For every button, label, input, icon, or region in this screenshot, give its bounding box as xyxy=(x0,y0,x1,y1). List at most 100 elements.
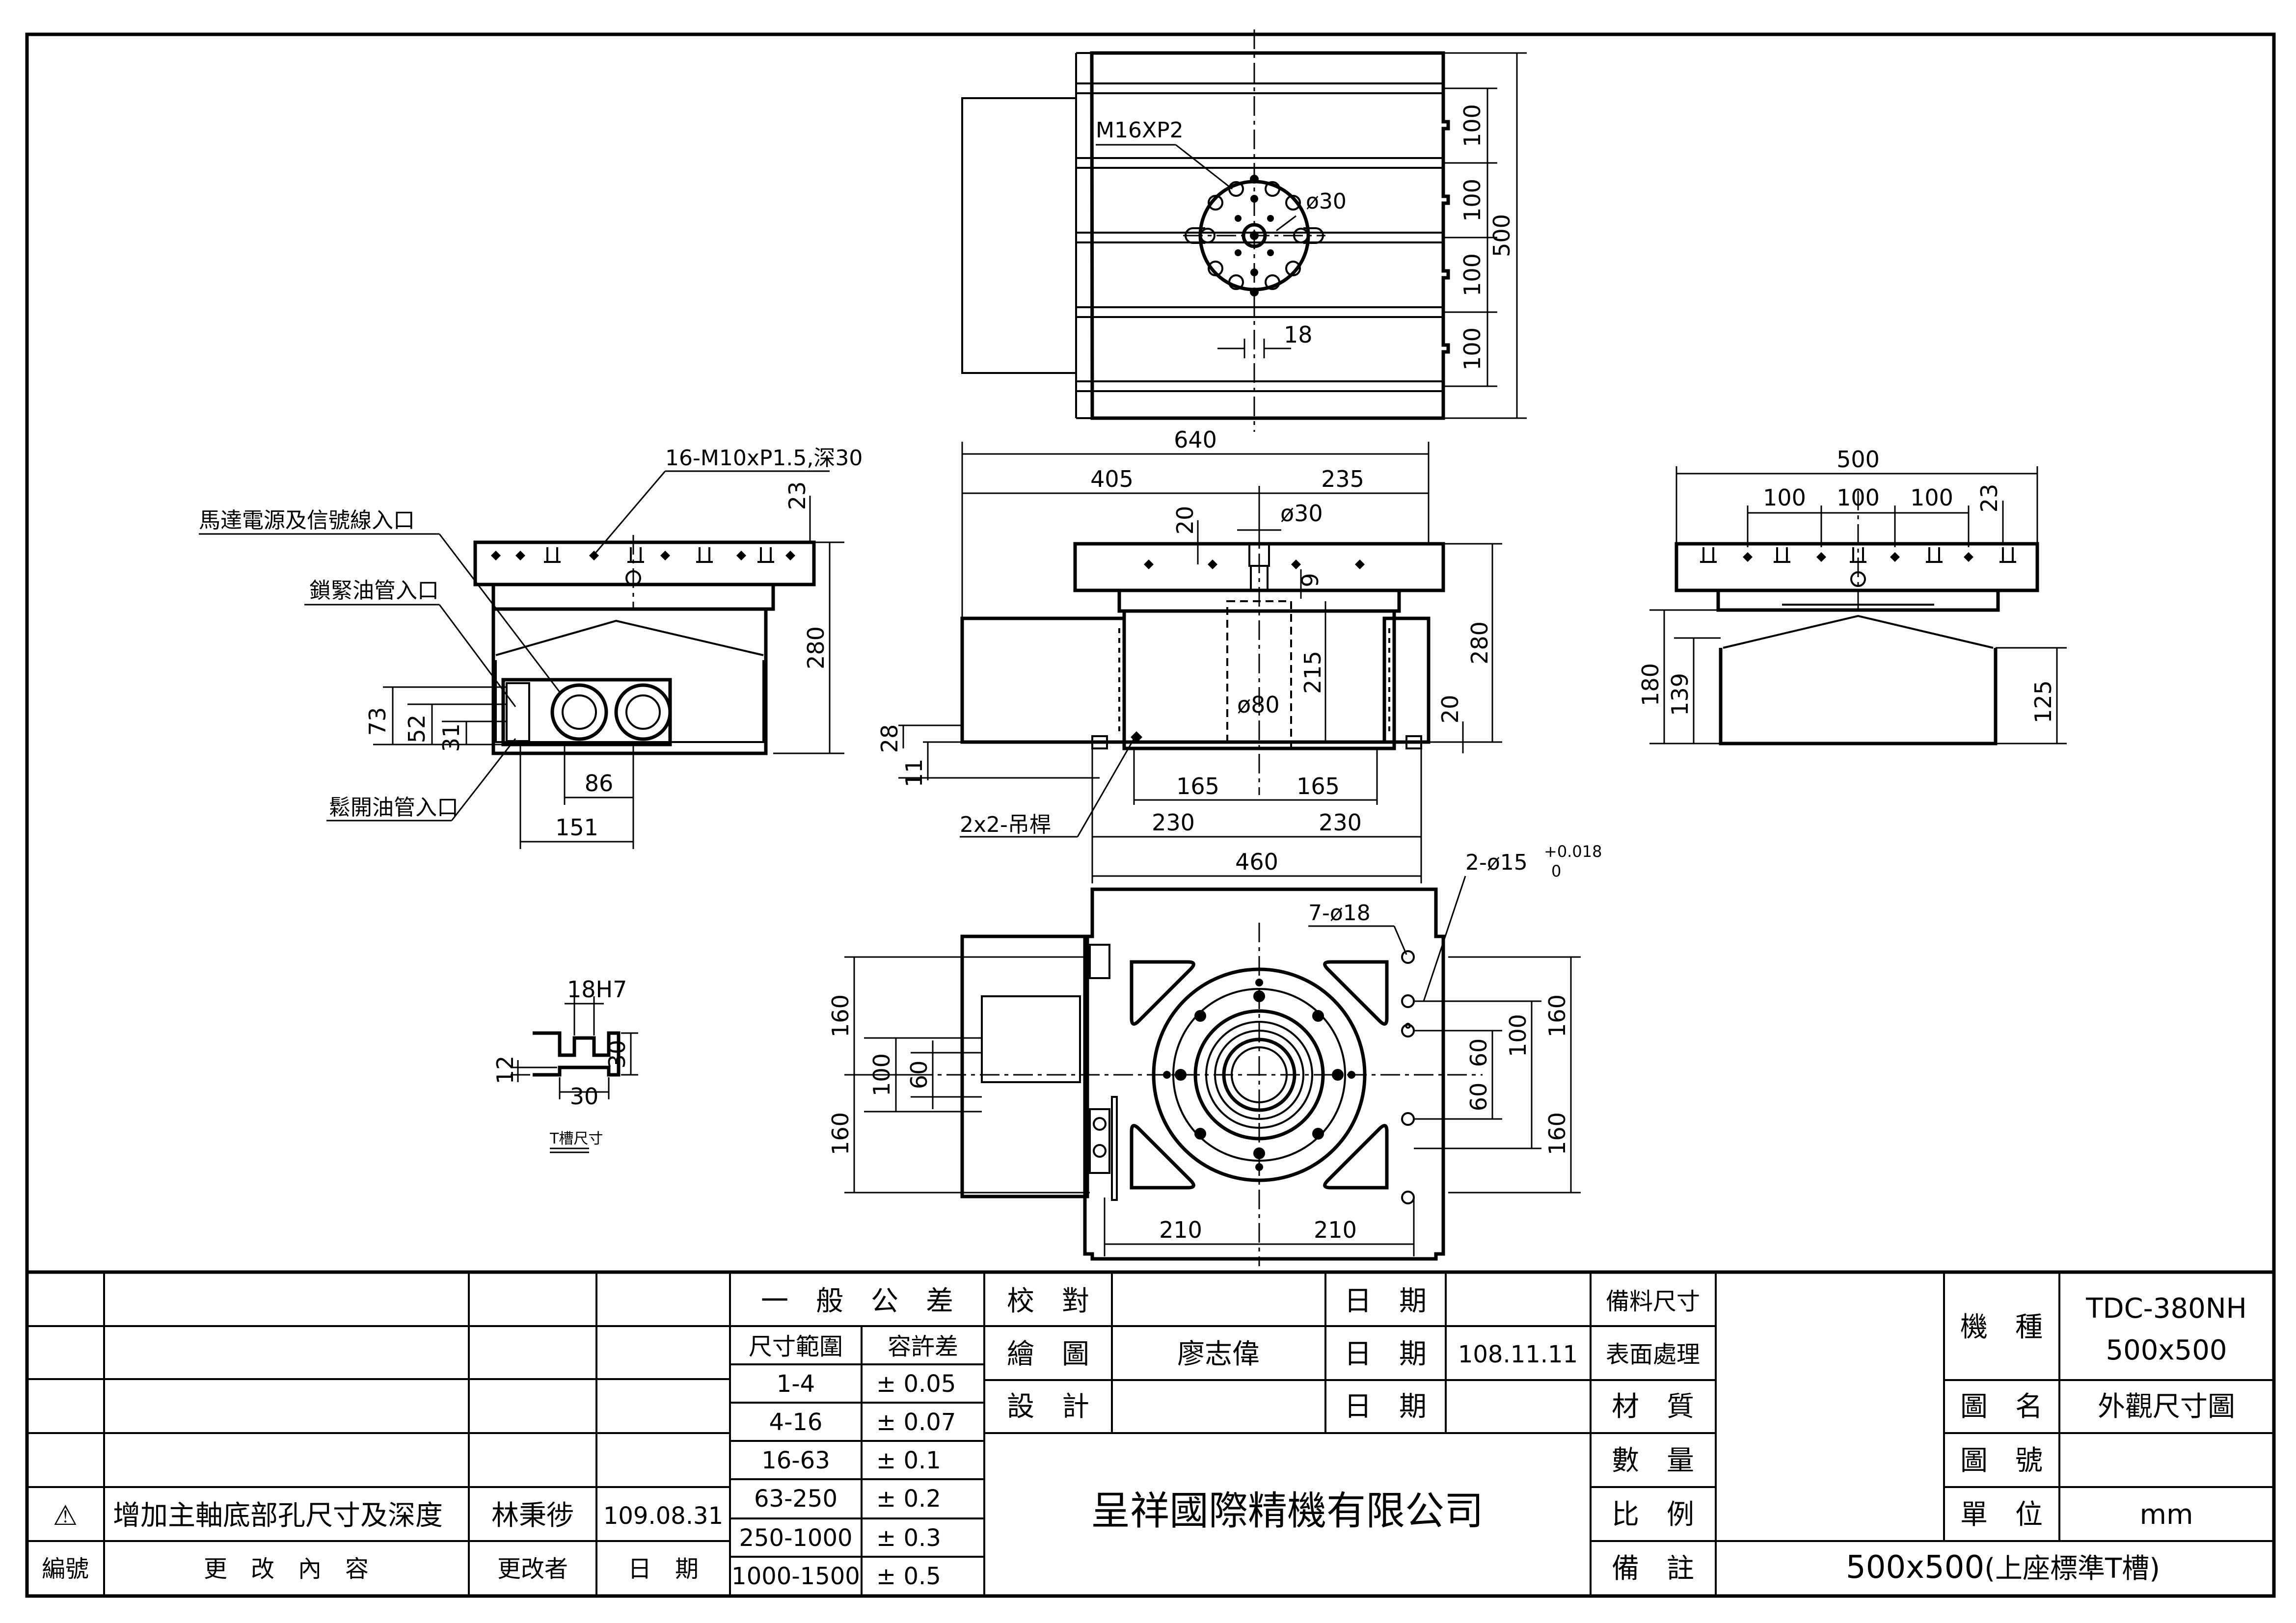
pin-tol-upper: +0.018 xyxy=(1544,842,1602,861)
front-dim-9: 9 xyxy=(1297,573,1324,587)
label-drawing-number: 圖 號 xyxy=(1960,1445,2043,1477)
tolerance-range-3: 16-63 xyxy=(761,1447,830,1474)
tolerance-value-6: ± 0.5 xyxy=(876,1563,941,1590)
front-dim-230-right: 230 xyxy=(1319,809,1362,836)
front-dim-230-left: 230 xyxy=(1152,809,1195,836)
tolerance-range-5: 250-1000 xyxy=(739,1524,852,1552)
front-dim-11: 11 xyxy=(901,759,927,788)
label-draw: 繪 圖 xyxy=(1007,1338,1089,1370)
title-block: ⚠ 增加主軸底部孔尺寸及深度 林秉徏 109.08.31 編號 更 改 內 容 … xyxy=(27,1270,2274,1596)
front-view: 2x2-吊桿 640 405 235 20 xyxy=(876,426,1502,883)
left-side-view: 16-M10xP1.5,深30 馬達電源及信號線入口 鎖緊油管入口 鬆開油管入口… xyxy=(199,446,863,849)
front-dim-405: 405 xyxy=(1090,466,1134,492)
bottom-dim-60-left: 60 xyxy=(906,1061,932,1090)
bottom-dim-160-right-b: 160 xyxy=(1544,1112,1570,1155)
left-dim-31: 31 xyxy=(438,723,464,752)
tslot-detail: 18H7 12 30 30 T槽尺寸 xyxy=(492,976,638,1153)
front-dim-20-top: 20 xyxy=(1172,506,1198,535)
revision-author: 林秉徏 xyxy=(491,1500,574,1532)
drawer-name: 廖志偉 xyxy=(1177,1338,1260,1370)
right-dim-180: 180 xyxy=(1637,663,1664,706)
right-dim-100-b: 100 xyxy=(1837,484,1880,511)
right-dim-23: 23 xyxy=(1976,484,2002,513)
remark-value: 500x500(上座標準T槽) xyxy=(1846,1549,2160,1586)
remark-size: 500x500 xyxy=(1846,1549,1984,1586)
label-date-draw: 日 期 xyxy=(1344,1338,1427,1370)
right-dim-100-a: 100 xyxy=(1763,484,1806,511)
label-release-inlet: 鬆開油管入口 xyxy=(329,795,459,820)
bottom-dim-160-left-a: 160 xyxy=(827,994,854,1038)
front-dim-215: 215 xyxy=(1299,651,1326,694)
bottom-dim-60-right-b: 60 xyxy=(1465,1083,1492,1112)
top-dim-pitch-1: 100 xyxy=(1459,104,1486,147)
label-drawing-name: 圖 名 xyxy=(1960,1391,2043,1423)
revision-content: 增加主軸底部孔尺寸及深度 xyxy=(113,1500,443,1532)
front-dim-165-right: 165 xyxy=(1297,773,1340,799)
front-dim-28: 28 xyxy=(876,724,903,753)
right-side-view: 500 100 100 100 23 180 139 125 xyxy=(1637,446,2067,745)
tslot-dim-30-h: 30 xyxy=(604,1040,630,1069)
tslot-dim-30-w: 30 xyxy=(570,1083,599,1110)
tolerance-value-3: ± 0.1 xyxy=(876,1447,941,1474)
draw-date: 108.11.11 xyxy=(1458,1341,1578,1368)
bottom-dim-160-right-a: 160 xyxy=(1544,994,1570,1038)
label-surface: 表面處理 xyxy=(1606,1341,1700,1368)
bottom-view: 2-ø15 +0.018 0 7-ø18 160 160 100 60 16 xyxy=(827,842,1602,1266)
revision-header-author: 更改者 xyxy=(497,1555,568,1583)
front-dim-235: 235 xyxy=(1321,466,1364,492)
top-dim-pitch-2: 100 xyxy=(1459,179,1486,222)
model-type-line1: TDC-380NH xyxy=(2085,1293,2247,1325)
front-dim-165-left: 165 xyxy=(1176,773,1219,799)
tslot-caption: T槽尺寸 xyxy=(549,1130,603,1147)
left-dim-151: 151 xyxy=(555,814,598,841)
label-scale: 比 例 xyxy=(1612,1499,1694,1531)
left-holes-callout: 16-M10xP1.5,深30 xyxy=(665,446,863,471)
right-dim-125: 125 xyxy=(2030,680,2056,723)
left-dim-280: 280 xyxy=(803,626,829,669)
label-stock-size: 備料尺寸 xyxy=(1606,1288,1700,1315)
bottom-dim-210-right: 210 xyxy=(1314,1217,1357,1243)
tolerance-value-4: ± 0.2 xyxy=(876,1485,941,1513)
tslot-dim-12: 12 xyxy=(492,1056,518,1085)
bottom-dim-60-right-a: 60 xyxy=(1465,1038,1492,1067)
revision-date: 109.08.31 xyxy=(603,1502,723,1530)
tolerance-value-1: ± 0.05 xyxy=(876,1370,956,1398)
bottom-dim-100-right: 100 xyxy=(1505,1014,1531,1057)
lift-callout: 2x2-吊桿 xyxy=(960,812,1051,837)
revision-symbol: ⚠ xyxy=(53,1500,78,1532)
label-model-type: 機 種 xyxy=(1960,1311,2043,1343)
label-check: 校 對 xyxy=(1007,1285,1089,1317)
front-dim-460: 460 xyxy=(1235,849,1278,875)
tolerance-range-4: 63-250 xyxy=(754,1485,837,1513)
tolerance-value-5: ± 0.3 xyxy=(876,1524,941,1552)
top-bore-callout: ø30 xyxy=(1306,189,1347,214)
tolerance-col-tol: 容許差 xyxy=(888,1333,958,1360)
front-dim-dia80: ø80 xyxy=(1237,692,1280,718)
label-remarks: 備 註 xyxy=(1612,1553,1694,1585)
bottom-dim-210-left: 210 xyxy=(1159,1217,1202,1243)
tolerance-value-2: ± 0.07 xyxy=(876,1409,956,1436)
model-type-line2: 500x500 xyxy=(2106,1334,2227,1366)
bottom-dim-160-left-b: 160 xyxy=(827,1112,854,1155)
remark-note: (上座標準T槽) xyxy=(1984,1553,2160,1585)
label-clamp-inlet: 鎖緊油管入口 xyxy=(309,578,439,603)
label-date-check: 日 期 xyxy=(1344,1285,1427,1317)
top-dim-pitch-4: 100 xyxy=(1459,327,1486,371)
drawing-name: 外觀尺寸圖 xyxy=(2098,1391,2235,1423)
revision-header-content: 更 改 內 容 xyxy=(204,1555,369,1583)
left-dim-23: 23 xyxy=(784,481,810,510)
tolerance-col-range: 尺寸範圍 xyxy=(749,1333,843,1360)
top-thread-callout: M16XP2 xyxy=(1096,118,1184,143)
front-dim-20-bottom: 20 xyxy=(1437,695,1463,724)
right-dim-139: 139 xyxy=(1667,673,1693,716)
bottom-holes-callout: 7-ø18 xyxy=(1308,901,1371,926)
label-material: 材 質 xyxy=(1612,1391,1694,1423)
top-dim-pitch-3: 100 xyxy=(1459,253,1486,296)
revision-header-no: 編號 xyxy=(42,1555,89,1583)
left-dim-52: 52 xyxy=(404,715,430,744)
label-design: 設 計 xyxy=(1007,1391,1089,1423)
left-dim-73: 73 xyxy=(364,707,391,736)
right-dim-100-c: 100 xyxy=(1910,484,1953,511)
front-dim-280: 280 xyxy=(1466,621,1493,665)
